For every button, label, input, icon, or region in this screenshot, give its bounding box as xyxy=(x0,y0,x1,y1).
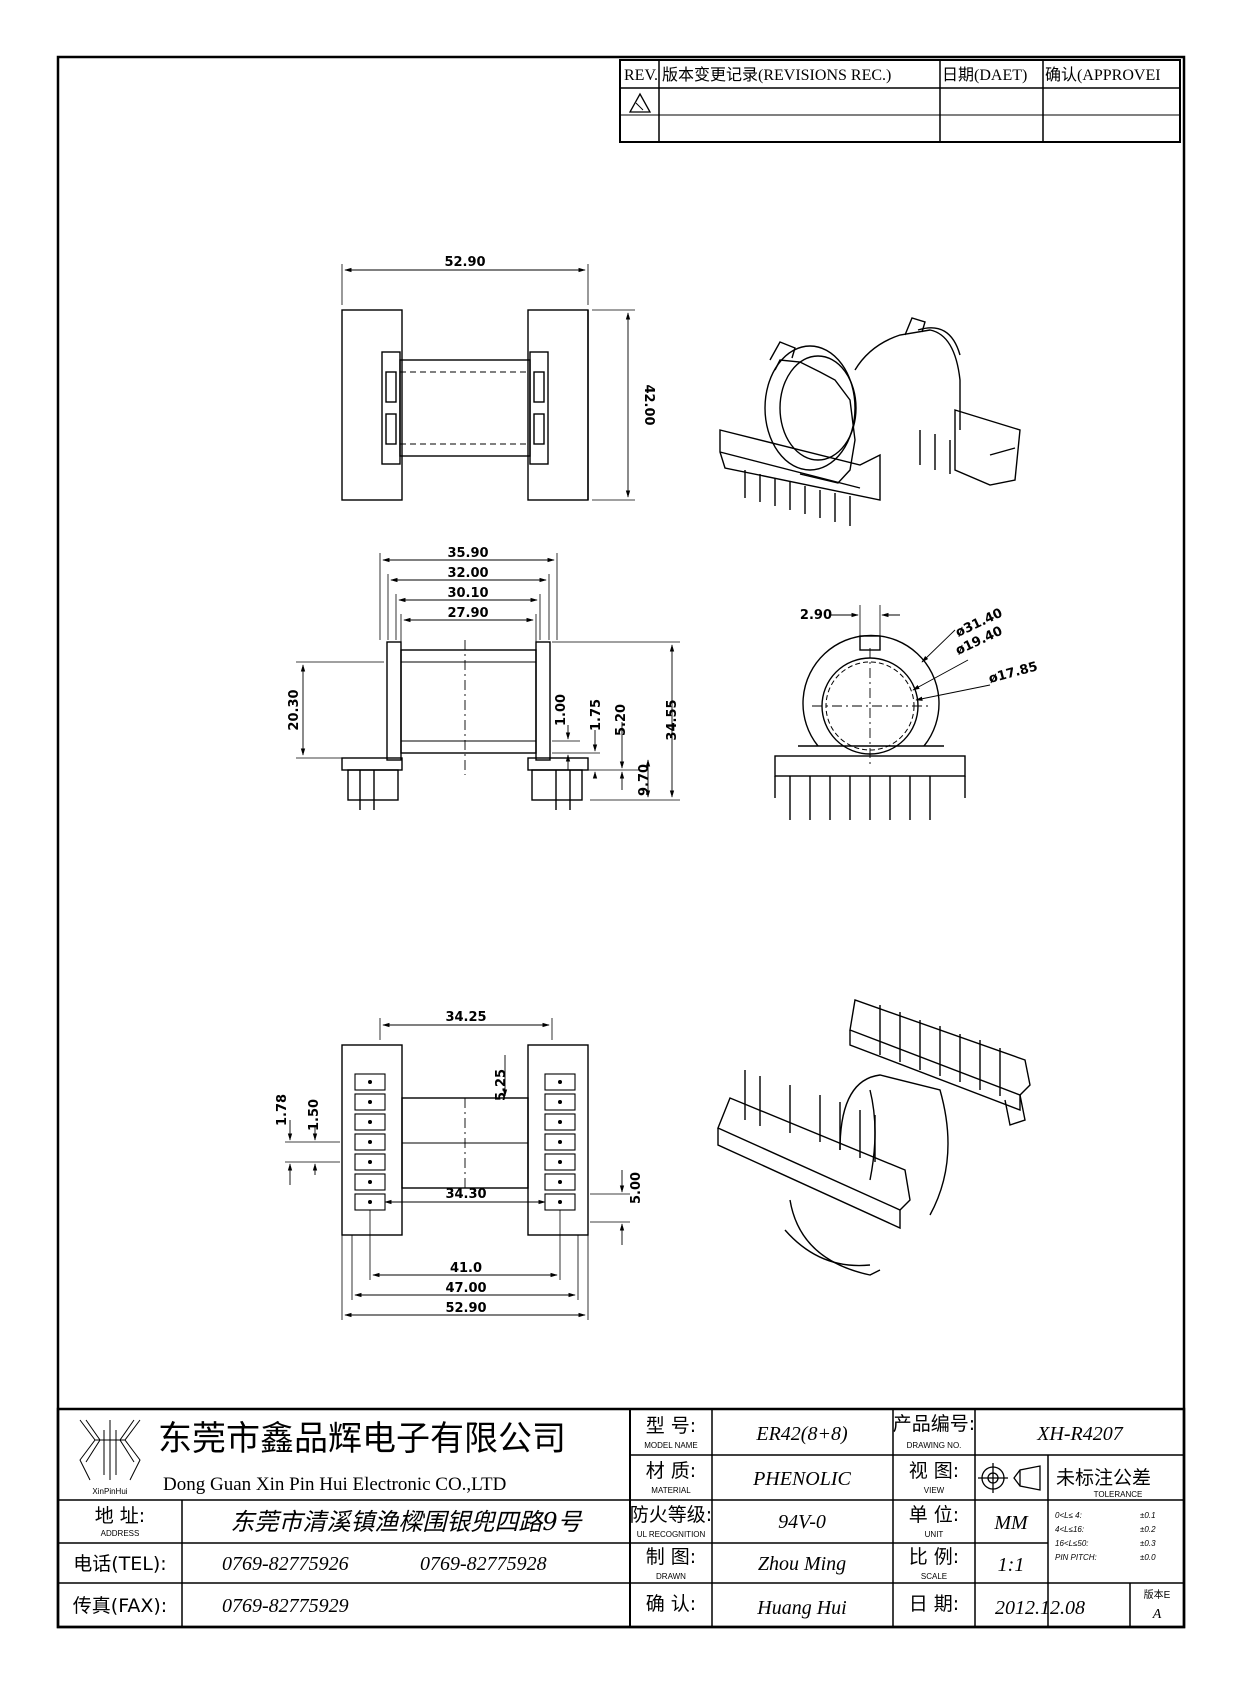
dim-side-h2: 1.75 xyxy=(589,699,604,731)
tolerance-value-3: ±0.0 xyxy=(1140,1553,1156,1562)
revision-triangle-icon xyxy=(628,92,652,113)
dim-bottom-right: 5.00 xyxy=(629,1172,644,1204)
date-label: 日 期: xyxy=(909,1593,959,1615)
dim-bottom-top: 34.25 xyxy=(445,1010,486,1025)
tel-label: 电话(TEL): xyxy=(73,1553,166,1575)
dim-end-slot: 2.90 xyxy=(800,608,832,623)
dim-bottom-mid: 34.30 xyxy=(445,1187,486,1202)
dim-bottom-v1: 5.25 xyxy=(494,1069,509,1101)
unit-label: 单 位: xyxy=(909,1504,959,1526)
address-value: 东莞市清溪镇渔樑围银兜四路9号 xyxy=(230,1508,583,1536)
view-label-en: VIEW xyxy=(924,1486,945,1495)
dim-side-d4: 27.90 xyxy=(447,606,488,621)
model-label: 型 号: xyxy=(646,1415,696,1437)
material-label-en: MATERIAL xyxy=(651,1486,691,1495)
dim-side-h4: 34.55 xyxy=(665,699,680,740)
dim-bottom-w3: 52.90 xyxy=(445,1301,486,1316)
dim-side-d3: 30.10 xyxy=(447,586,488,601)
date-value: 2012.12.08 xyxy=(995,1597,1085,1619)
check-label: 确 认: xyxy=(646,1593,696,1615)
tel-value-1: 0769-82775926 xyxy=(222,1553,349,1575)
view-label: 视 图: xyxy=(909,1460,959,1482)
revision-table xyxy=(619,59,1181,143)
company-name-en: Dong Guan Xin Pin Hui Electronic CO.,LTD xyxy=(163,1474,506,1495)
fax-label: 传真(FAX): xyxy=(73,1595,167,1617)
end-view xyxy=(774,605,991,820)
company-name-cn: 东莞市鑫品辉电子有限公司 xyxy=(158,1419,566,1459)
ul-label-en: UL RECOGNITION xyxy=(637,1530,706,1539)
company-logo xyxy=(79,1419,141,1481)
rev-header-date: 日期(DAET) xyxy=(942,66,1027,84)
dim-side-h-left: 20.30 xyxy=(287,689,302,730)
bottom-view xyxy=(285,1018,630,1320)
isometric-view-bottom xyxy=(717,999,1031,1276)
tolerance-value-1: ±0.2 xyxy=(1140,1525,1156,1534)
unit-value: MM xyxy=(993,1512,1029,1534)
scale-label: 比 例: xyxy=(909,1546,959,1568)
rev-header-approve: 确认(APPROVEI xyxy=(1045,66,1161,84)
address-label-en: ADDRESS xyxy=(101,1529,140,1538)
tolerance-value-2: ±0.3 xyxy=(1140,1539,1156,1548)
drawn-label: 制 图: xyxy=(646,1546,696,1568)
title-block-grid xyxy=(56,1407,1186,1629)
dim-top-height: 42.00 xyxy=(641,384,656,425)
check-value: Huang Hui xyxy=(756,1597,846,1619)
logo-text: XinPinHui xyxy=(92,1487,127,1496)
projection-symbol-icon xyxy=(978,1463,1041,1493)
rev-header-record: 版本变更记录(REVISIONS REC.) xyxy=(662,66,891,84)
side-view xyxy=(296,553,680,810)
dim-bottom-w1: 41.0 xyxy=(450,1261,482,1276)
dim-side-h1: 1.00 xyxy=(554,694,569,726)
sheet-border xyxy=(56,55,1186,1629)
model-label-en: MODEL NAME xyxy=(644,1441,698,1450)
material-label: 材 质: xyxy=(646,1460,696,1482)
scale-value: 1:1 xyxy=(998,1554,1025,1576)
version-value: A xyxy=(1152,1607,1162,1622)
dim-side-h3: 5.20 xyxy=(614,704,629,736)
rev-header-rev: REV. xyxy=(624,67,658,84)
dim-side-d1: 35.90 xyxy=(447,546,488,561)
tolerance-value-0: ±0.1 xyxy=(1140,1511,1156,1520)
tolerance-title-en: TOLERANCE xyxy=(1094,1490,1143,1499)
tolerance-title: 未标注公差 xyxy=(1056,1467,1151,1489)
drawn-label-en: DRAWN xyxy=(656,1572,686,1581)
tolerance-range-0: 0<L≤ 4: xyxy=(1055,1511,1082,1520)
dim-side-d2: 32.00 xyxy=(447,566,488,581)
tolerance-range-2: 16<L≤50: xyxy=(1055,1539,1089,1548)
material-value: PHENOLIC xyxy=(752,1468,851,1490)
drawing-no-label-en: DRAWING NO. xyxy=(907,1441,962,1450)
tolerance-range-1: 4<L≤16: xyxy=(1055,1525,1084,1534)
fax-value: 0769-82775929 xyxy=(222,1595,349,1617)
dim-bottom-w2: 47.00 xyxy=(445,1281,486,1296)
dim-bottom-h2: 1.50 xyxy=(307,1099,322,1131)
tel-value-2: 0769-82775928 xyxy=(420,1553,547,1575)
isometric-view-top xyxy=(719,317,1021,526)
drawn-value: Zhou Ming xyxy=(758,1553,846,1575)
version-label: 版本E xyxy=(1144,1588,1171,1601)
tolerance-range-3: PIN PITCH: xyxy=(1055,1553,1097,1562)
drawing-no-label: 产品编号: xyxy=(893,1413,975,1435)
unit-label-en: UNIT xyxy=(925,1530,944,1539)
model-value: ER42(8+8) xyxy=(755,1423,848,1445)
scale-label-en: SCALE xyxy=(921,1572,947,1581)
dim-top-width: 52.90 xyxy=(444,255,485,270)
address-label: 地 址: xyxy=(95,1505,145,1527)
drawing-no-value: XH-R4207 xyxy=(1036,1423,1124,1445)
dim-end-dia3: ø17.85 xyxy=(987,659,1039,686)
ul-label: 防火等级: xyxy=(630,1504,712,1526)
dim-side-h5: 9.70 xyxy=(637,764,652,796)
dim-bottom-h1: 1.78 xyxy=(275,1094,290,1126)
ul-value: 94V-0 xyxy=(778,1511,826,1533)
top-view xyxy=(341,264,635,501)
